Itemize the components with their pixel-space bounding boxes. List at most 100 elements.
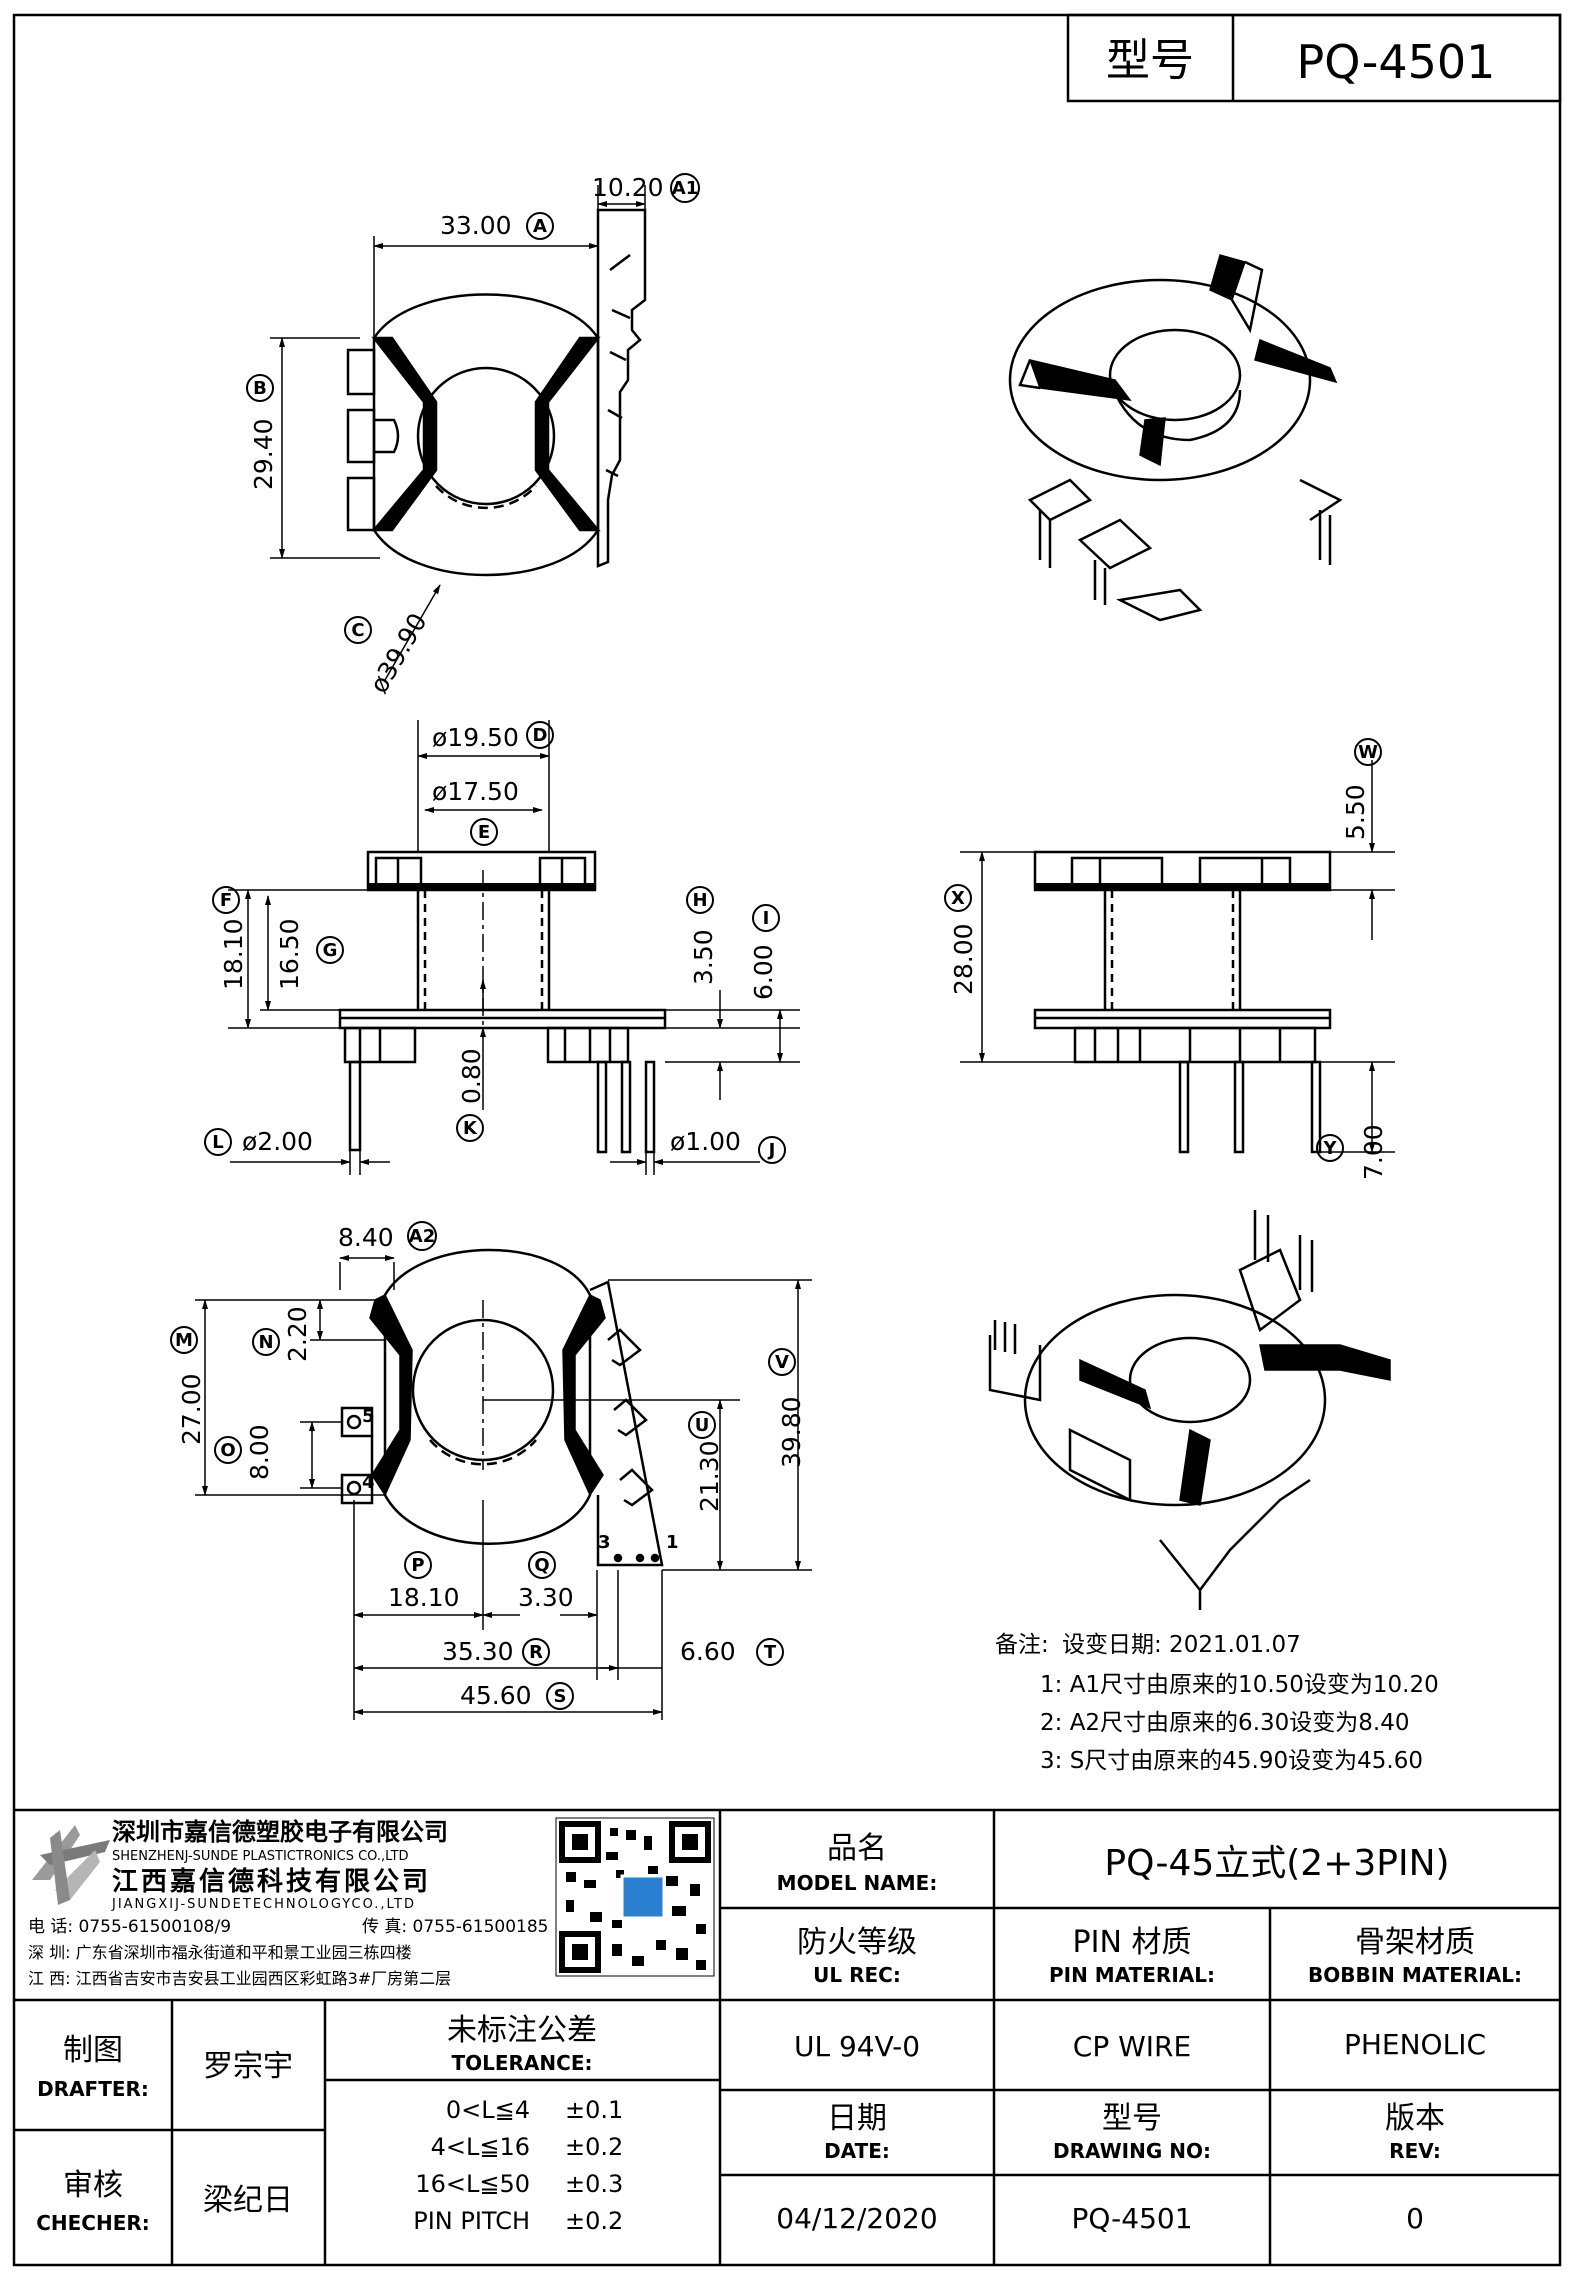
tolerance-label-en: TOLERANCE: — [451, 2051, 592, 2075]
tolerance-range: 4<L≦16 — [431, 2133, 530, 2161]
company-name-jx-en: JIANGXIJ-SUNDETECHNOLOGYCO.,LTD — [111, 1897, 416, 1912]
notes-item: 3: S尺寸由原来的45.90设变为45.60 — [1040, 1748, 1423, 1774]
company-phone: 电 话: 0755-61500108/9 — [28, 1917, 231, 1937]
dim-value: 16.50 — [275, 918, 304, 990]
bobbin-material-label-en: BOBBIN MATERIAL: — [1308, 1963, 1522, 1987]
dim-value: 39.80 — [777, 1396, 806, 1468]
iso-view-bottom — [988, 1210, 1391, 1610]
title-tolerance: 未标注公差 TOLERANCE: 0<L≦4 ±0.1 4<L≦16 ±0.2 … — [413, 2013, 623, 2235]
pin-label: 5 — [362, 1406, 375, 1427]
tolerance-range: 0<L≦4 — [446, 2096, 530, 2124]
dim-value: 0.80 — [457, 1048, 486, 1104]
dim-value: 45.60 — [460, 1681, 532, 1710]
dim-value: 6.60 — [680, 1637, 736, 1666]
dim-value: 6.00 — [749, 944, 778, 1000]
dim-id: B — [253, 378, 267, 399]
dim-id: U — [695, 1415, 710, 1436]
dim-value: 18.10 — [388, 1583, 460, 1612]
top-view — [270, 185, 647, 681]
dim-id: C — [351, 620, 364, 641]
sheet-border — [12, 13, 1562, 2267]
dim-id: D — [533, 725, 548, 746]
company-address-sz: 深 圳: 广东省深圳市福永街道和平和景工业园三栋四楼 — [28, 1943, 412, 1962]
drawing-no-label: 型号 — [1102, 2101, 1162, 2136]
dim-value: 5.50 — [1341, 784, 1370, 840]
dim-id: S — [554, 1686, 567, 1707]
bobbin-material-value: PHENOLIC — [1344, 2028, 1486, 2061]
drawing-no-label-en: DRAWING NO: — [1053, 2139, 1211, 2163]
dim-id: E — [478, 822, 490, 843]
drafter-label-en: DRAFTER: — [37, 2077, 149, 2101]
title-signatures: 制图 DRAFTER: 罗宗宇 审核 CHECHER: 梁纪日 — [36, 2033, 293, 2235]
company-block: 深圳市嘉信德塑胶电子有限公司 SHENZHENJ-SUNDE PLASTICTR… — [28, 1817, 715, 1988]
tolerance-value: ±0.2 — [565, 2133, 623, 2161]
bobbin-material-label: 骨架材质 — [1355, 1925, 1475, 1960]
notes-date-line: 设变日期: 2021.01.07 — [1062, 1632, 1301, 1658]
top-view-dims: 33.00 A 10.20 A1 29.40 B ø39.90 C — [246, 173, 700, 698]
tolerance-range: PIN PITCH — [413, 2207, 530, 2235]
pin-label: 4 — [362, 1472, 375, 1493]
dim-value: 18.10 — [219, 918, 248, 990]
dim-id: O — [220, 1440, 235, 1461]
dim-id: A1 — [672, 178, 698, 199]
checker-label-en: CHECHER: — [36, 2211, 150, 2235]
notes-label: 备注: — [995, 1632, 1049, 1658]
dim-id: Y — [1322, 1138, 1337, 1159]
title-date-row: 日期 DATE: 型号 DRAWING NO: 版本 REV: 04/12/20… — [776, 2101, 1445, 2235]
notes: 备注: 设变日期: 2021.01.07 1: A1尺寸由原来的10.50设变为… — [995, 1632, 1439, 1774]
dim-value: ø39.90 — [364, 608, 433, 698]
dim-value: 28.00 — [949, 923, 978, 995]
dim-id: F — [220, 890, 232, 911]
header-model-box: 型号 PQ-4501 — [1066, 13, 1562, 103]
dim-value: ø19.50 — [432, 723, 519, 752]
date-label-en: DATE: — [824, 2139, 890, 2163]
checker-label: 审核 — [63, 2168, 123, 2203]
dim-id: Q — [534, 1555, 549, 1576]
pin-label: 3 — [598, 1532, 611, 1553]
date-label: 日期 — [827, 2101, 887, 2136]
dim-value: 10.20 — [592, 173, 664, 202]
dim-id: V — [775, 1352, 789, 1373]
side-view — [960, 760, 1395, 1154]
dim-value: ø1.00 — [670, 1127, 741, 1156]
dim-id: M — [175, 1330, 193, 1351]
company-logo — [32, 1825, 110, 1905]
dim-id: I — [763, 908, 770, 929]
ul-label: 防火等级 — [797, 1925, 917, 1960]
title-block-grid — [14, 1808, 1560, 2265]
bottom-view-dims: 5 4 3 1 8.40 A2 N 2.20 M 27.00 O 8.00 V … — [170, 1221, 806, 1710]
model-name-label-en: MODEL NAME: — [777, 1871, 938, 1895]
notes-item: 2: A2尺寸由原来的6.30设变为8.40 — [1040, 1710, 1409, 1736]
dim-value: ø2.00 — [242, 1127, 313, 1156]
dim-value: ø17.50 — [432, 777, 519, 806]
pin-material-label-en: PIN MATERIAL: — [1049, 1963, 1215, 1987]
rev-label: 版本 — [1385, 2101, 1445, 2136]
rev-label-en: REV: — [1389, 2139, 1441, 2163]
dim-value: 7.00 — [1359, 1124, 1388, 1180]
dim-id: W — [1358, 742, 1378, 763]
dim-value: 29.40 — [249, 418, 278, 490]
side-view-dims: W 5.50 X 28.00 Y 7.00 — [944, 738, 1388, 1180]
ul-value: UL 94V-0 — [794, 2030, 920, 2063]
dim-id: R — [529, 1642, 543, 1663]
company-fax: 传 真: 0755-61500185 — [362, 1917, 548, 1937]
header-model-label: 型号 — [1106, 35, 1194, 86]
dim-value: 27.00 — [177, 1373, 206, 1445]
tolerance-value: ±0.1 — [565, 2096, 623, 2124]
tolerance-value: ±0.2 — [565, 2207, 623, 2235]
tolerance-label: 未标注公差 — [447, 2013, 597, 2048]
dim-id: P — [411, 1555, 424, 1576]
dim-value: 8.40 — [338, 1223, 394, 1252]
dim-value: 33.00 — [440, 211, 512, 240]
company-name-sz-en: SHENZHENJ-SUNDE PLASTICTRONICS CO.,LTD — [112, 1849, 409, 1864]
bottom-view — [195, 1248, 812, 1720]
pin-label: 1 — [666, 1532, 679, 1553]
title-model-name: 品名 MODEL NAME: PQ-45立式(2+3PIN) — [777, 1831, 1450, 1895]
rev-value: 0 — [1406, 2202, 1424, 2235]
drafter-value: 罗宗宇 — [203, 2049, 293, 2084]
iso-view-top — [1008, 254, 1343, 622]
front-view-dims: ø19.50 D ø17.50 E 18.10 F 16.50 G 3.50 H… — [204, 721, 786, 1164]
dim-id: N — [258, 1332, 273, 1353]
company-name-sz: 深圳市嘉信德塑胶电子有限公司 — [112, 1818, 448, 1846]
